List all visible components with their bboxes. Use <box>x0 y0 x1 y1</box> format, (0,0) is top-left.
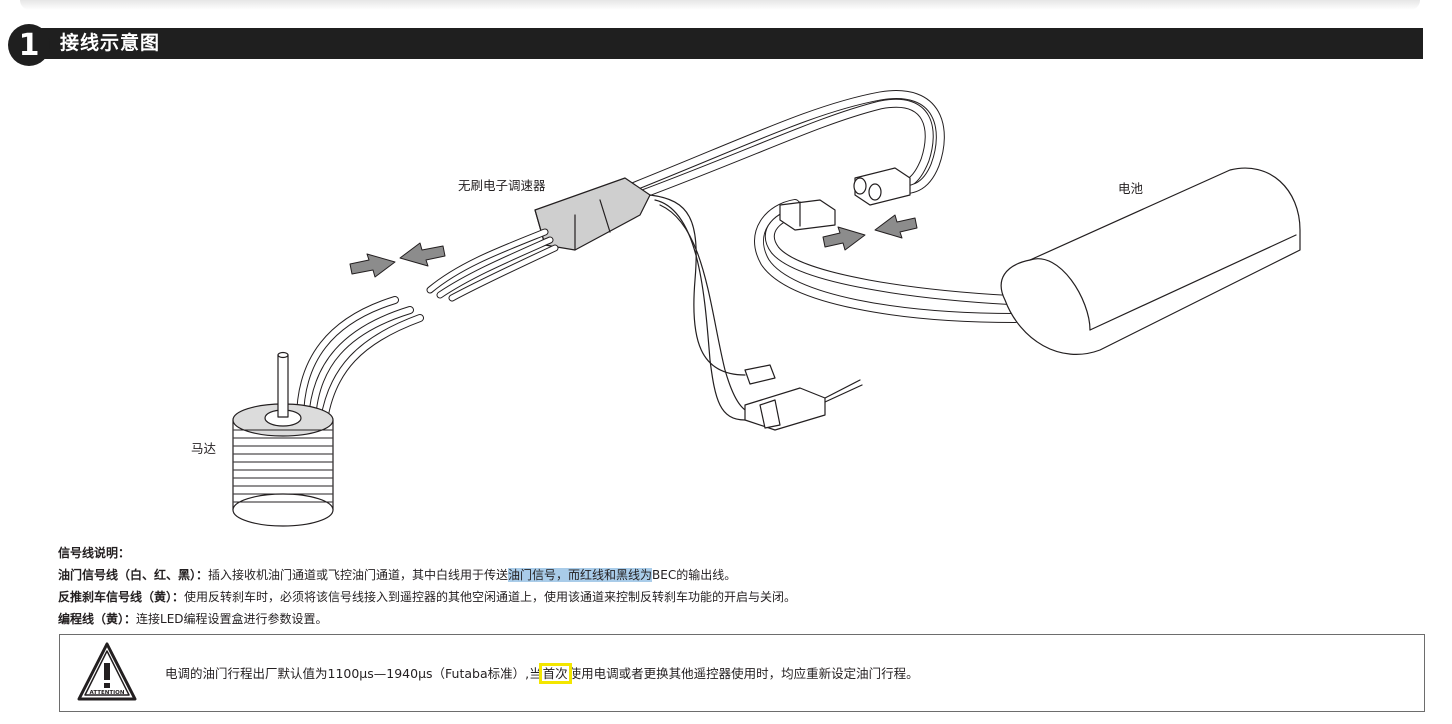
motor-fins <box>233 429 333 503</box>
note-throttle-text-end: BEC的输出线。 <box>652 568 737 582</box>
note-throttle-label: 油门信号线（白、红、黑）： <box>58 568 209 582</box>
esc-label: 无刷电子调速器 <box>458 178 546 193</box>
note-throttle-highlight: 油门信号，而红线和黑线为 <box>508 568 653 582</box>
note-program: 编程线（黄）：连接LED编程设置盒进行参数设置。 <box>58 608 796 630</box>
esc-motor-wires <box>426 228 559 302</box>
note-brake: 反推刹车信号线（黄）：使用反转刹车时，必须将该信号线接入到遥控器的其他空闲通道上… <box>58 586 796 608</box>
signal-notes: 信号线说明： 油门信号线（白、红、黑）：插入接收机油门通道或飞控油门通道，其中白… <box>58 542 796 630</box>
battery-leads <box>754 199 1020 323</box>
section-title: 接线示意图 <box>60 32 161 54</box>
esc-signal-wires <box>649 194 761 421</box>
section-number: 1 <box>18 27 40 63</box>
note-throttle: 油门信号线（白、红、黑）：插入接收机油门通道或飞控油门通道，其中白线用于传送油门… <box>58 564 796 586</box>
esc-body <box>534 177 651 251</box>
esc-connector <box>779 199 836 231</box>
attention-icon: ATTENTION <box>77 642 137 701</box>
attention-highlight: 首次 <box>538 663 572 684</box>
attention-box: ATTENTION 电调的油门行程出厂默认值为1100μs—1940μs（Fut… <box>59 634 1425 712</box>
section-header-bar <box>32 28 1423 59</box>
note-program-text: 连接LED编程设置盒进行参数设置。 <box>136 612 328 626</box>
motor-label: 马达 <box>191 441 217 456</box>
page-top-shadow <box>20 0 1420 10</box>
connect-arrows <box>349 214 918 278</box>
attention-icon-text: ATTENTION <box>90 690 125 696</box>
note-throttle-text: 插入接收机油门通道或飞控油门通道，其中白线用于传送 <box>208 568 509 582</box>
motor-leads <box>296 296 424 424</box>
battery-connector <box>853 167 911 206</box>
wiring-diagram-illustration <box>232 90 1301 527</box>
note-brake-text: 使用反转刹车时，必须将该信号线接入到遥控器的其他空闲通道上，使用该通道来控制反转… <box>184 590 797 604</box>
notes-heading-text: 信号线说明： <box>58 546 131 560</box>
attention-text: 电调的油门行程出厂默认值为1100μs—1940μs（Futaba标准）,当首次… <box>165 663 919 684</box>
note-program-label: 编程线（黄）： <box>58 612 137 626</box>
attention-text-end: 使用电调或者更换其他遥控器使用时，均应重新设定油门行程。 <box>568 666 919 681</box>
notes-heading: 信号线说明： <box>58 542 796 564</box>
battery-pack <box>1000 167 1301 355</box>
wiring-diagram: 无刷电子调速器 电池 马达 <box>0 60 1452 540</box>
battery-cable-upper <box>625 90 945 200</box>
receiver <box>744 364 863 431</box>
section-number-badge: 1 <box>8 24 50 66</box>
attention-text-start: 电调的油门行程出厂默认值为1100μs—1940μs（Futaba标准）,当 <box>165 666 542 681</box>
battery-label: 电池 <box>1118 181 1144 196</box>
note-brake-label: 反推刹车信号线（黄）： <box>58 590 185 604</box>
